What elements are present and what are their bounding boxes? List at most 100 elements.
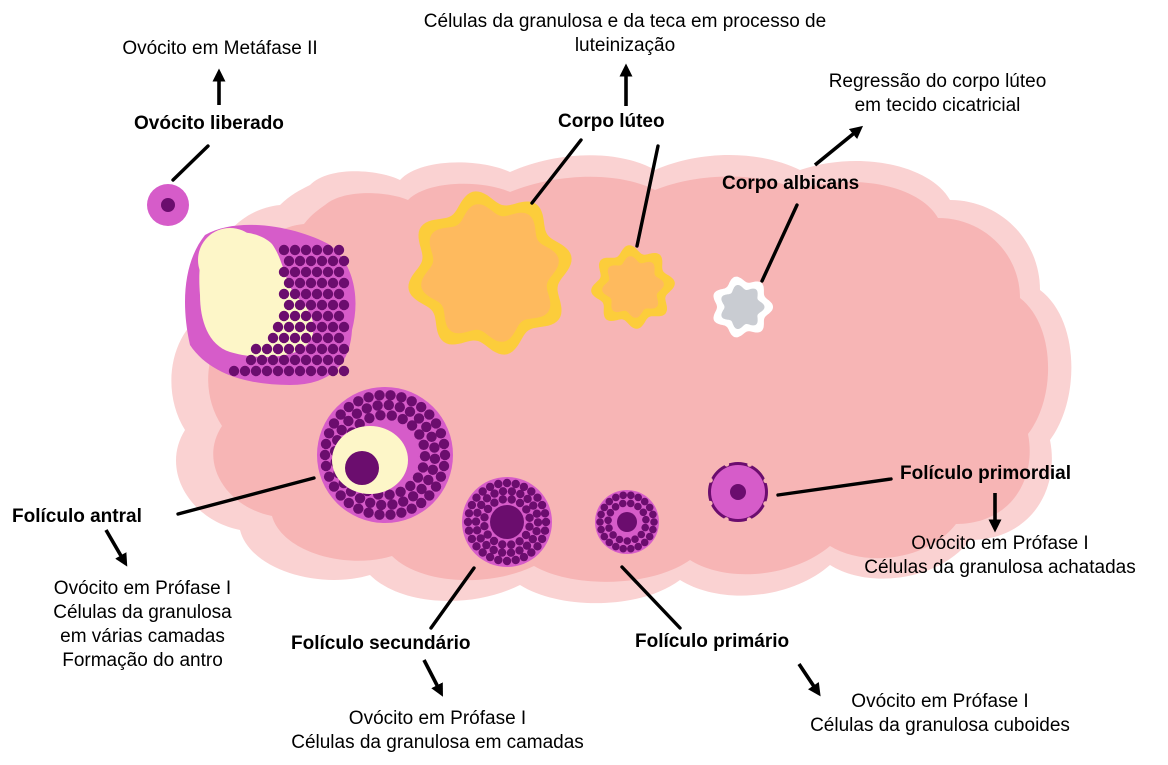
granulosa-cell xyxy=(295,300,305,310)
granulosa-cell xyxy=(321,439,331,449)
granulosa-cell xyxy=(649,511,657,519)
granulosa-cell xyxy=(323,245,333,255)
notch xyxy=(724,462,729,467)
granulosa-cell xyxy=(337,425,347,435)
granulosa-cell xyxy=(384,400,394,410)
granulosa-cell xyxy=(384,490,394,500)
granulosa-cell xyxy=(408,491,418,501)
granulosa-cell xyxy=(284,322,294,332)
granulosa-cell xyxy=(334,245,344,255)
granulosa-cell xyxy=(279,311,289,321)
granulosa-cell xyxy=(612,494,620,502)
granulosa-cell xyxy=(638,531,646,539)
granulosa-cell xyxy=(641,524,649,532)
granulosa-cell xyxy=(312,245,322,255)
granulosa-cell xyxy=(306,366,316,376)
notch xyxy=(724,517,729,522)
granulosa-cell xyxy=(329,481,339,491)
granulosa-cell xyxy=(494,480,502,488)
granulosa-cell xyxy=(407,396,417,406)
granulosa-cell xyxy=(516,499,524,507)
granulosa-cell xyxy=(619,500,627,508)
granulosa-cell xyxy=(601,533,609,541)
granulosa-cell xyxy=(627,492,635,500)
granulosa-cell xyxy=(431,418,441,428)
granulosa-cell xyxy=(490,546,498,554)
granulosa-cell xyxy=(284,256,294,266)
granulosa-cell xyxy=(246,355,256,365)
granulosa-cell xyxy=(414,429,424,439)
granulosa-cell xyxy=(262,366,272,376)
granulosa-cell xyxy=(279,289,289,299)
granulosa-cell xyxy=(541,509,549,517)
granulosa-cell xyxy=(365,498,375,508)
granulosa-cell xyxy=(284,278,294,288)
granulosa-cell xyxy=(306,278,316,288)
granulosa-cell xyxy=(301,289,311,299)
granulosa-cell xyxy=(372,400,382,410)
granulosa-cell xyxy=(413,472,423,482)
granulosa-cell xyxy=(522,531,530,539)
rupturing-follicle xyxy=(185,225,356,385)
granulosa-cell xyxy=(290,333,300,343)
granulosa-cell xyxy=(631,535,639,543)
granulosa-cell xyxy=(279,267,289,277)
granulosa-cell xyxy=(344,402,354,412)
granulosa-cell xyxy=(634,543,642,551)
granulosa-cell xyxy=(323,311,333,321)
granulosa-cell xyxy=(317,322,327,332)
granulosa-cell xyxy=(507,549,515,557)
granulosa-cell xyxy=(290,311,300,321)
granulosa-cell xyxy=(612,503,620,511)
granulosa-cell xyxy=(257,355,267,365)
granulosa-cell xyxy=(619,492,627,500)
notch xyxy=(763,501,768,506)
arrow-corpo-albicans xyxy=(815,130,858,165)
granulosa-cell xyxy=(473,526,481,534)
notch xyxy=(747,517,752,522)
granulosa-cell xyxy=(508,495,516,503)
granulosa-cell xyxy=(472,517,480,525)
granulosa-cell xyxy=(323,267,333,277)
granulosa-cell xyxy=(343,416,353,426)
granulosa-cell xyxy=(601,504,609,512)
granulosa-cell xyxy=(334,267,344,277)
granulosa-cell xyxy=(482,541,490,549)
granulosa-cell xyxy=(520,483,528,491)
granulosa-cell xyxy=(251,366,261,376)
granulosa-cell xyxy=(306,322,316,332)
granulosa-cell xyxy=(533,494,541,502)
granulosa-cell xyxy=(301,311,311,321)
granulosa-cell xyxy=(538,535,546,543)
granulosa-cell xyxy=(498,548,506,556)
corpo-albicans-description: Regressão do corpo lúteo em tecido cicat… xyxy=(815,70,1060,118)
granulosa-cell xyxy=(426,432,436,442)
secondary-follicle xyxy=(462,477,552,567)
granulosa-cell xyxy=(385,510,395,520)
granulosa-cell xyxy=(317,256,327,266)
granulosa-cell xyxy=(290,355,300,365)
granulosa-cell xyxy=(624,537,632,545)
granulosa-cell xyxy=(642,516,650,524)
granulosa-cell xyxy=(465,509,473,517)
granulosa-cell xyxy=(542,518,550,526)
granulosa-cell xyxy=(290,267,300,277)
granulosa-cell xyxy=(597,511,605,519)
granulosa-cell xyxy=(523,495,531,503)
granulosa-cell xyxy=(339,322,349,332)
granulosa-cell xyxy=(328,344,338,354)
granulosa-cell xyxy=(407,504,417,514)
granulosa-cell xyxy=(512,556,520,564)
granulosa-cell xyxy=(634,503,642,511)
granulosa-cell xyxy=(440,450,450,460)
granulosa-cell xyxy=(473,509,481,517)
granulosa-cell xyxy=(522,505,530,513)
granulosa-cell xyxy=(328,322,338,332)
granulosa-cell xyxy=(646,533,654,541)
granulosa-cell xyxy=(468,535,476,543)
granulosa-cell xyxy=(515,546,523,554)
granulosa-cell xyxy=(339,300,349,310)
granulosa-cell xyxy=(229,366,239,376)
granulosa-cell xyxy=(499,495,507,503)
